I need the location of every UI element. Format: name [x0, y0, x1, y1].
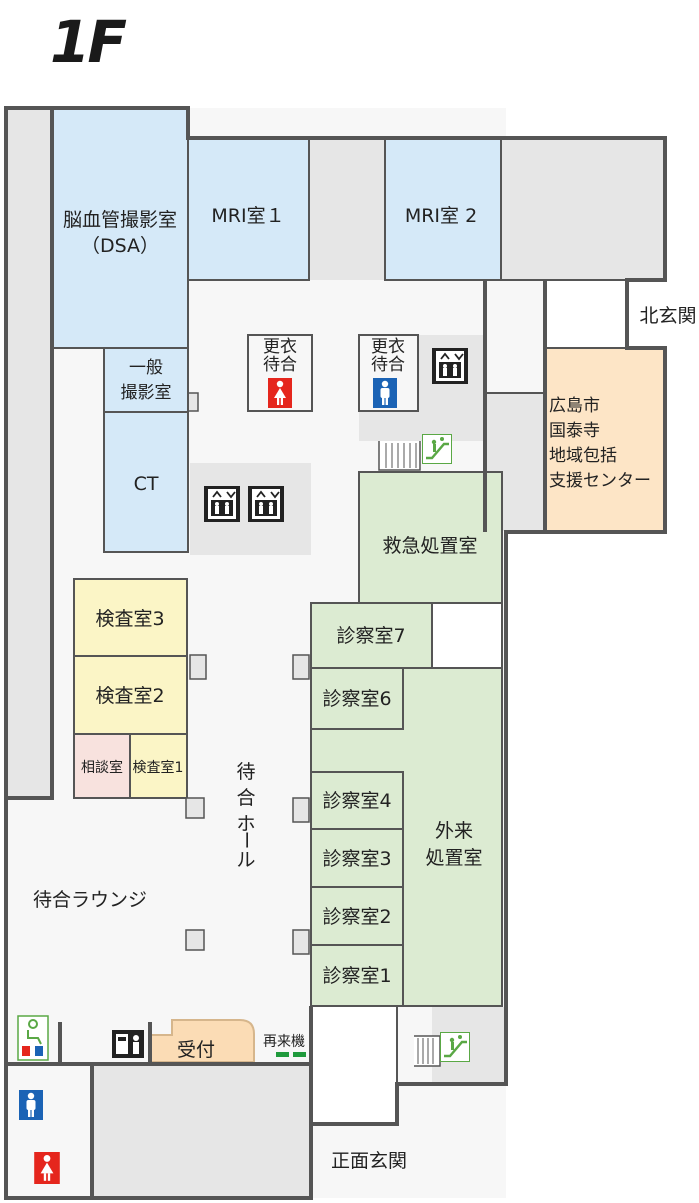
escalator-icon — [422, 434, 452, 464]
community-label-4: 支援センター — [549, 471, 651, 491]
room-exam2-label: 検査室2 — [95, 685, 164, 707]
room-general-xray: 一般 撮影室 — [103, 347, 189, 413]
dressing-room-b: 更衣 待合 — [358, 334, 419, 412]
reception-counter: 受付 — [149, 1019, 255, 1063]
room-clinic6-label: 診察室6 — [322, 688, 391, 710]
community-label-3: 地域包括 — [549, 446, 617, 466]
reentry-machine-marker — [276, 1052, 289, 1057]
room-blank — [431, 602, 503, 669]
room-clinic2-label: 診察室2 — [322, 906, 391, 928]
room-mri2: MRI室 2 — [384, 137, 502, 281]
room-mri1-label: MRI室１ — [211, 205, 284, 227]
room-dsa-label: 脳血管撮影室 — [63, 209, 177, 231]
room-clinic2: 診察室2 — [310, 886, 404, 946]
room-consult: 相談室 — [73, 733, 131, 799]
stairs-south — [414, 1035, 441, 1067]
stairs-north — [378, 441, 421, 471]
room-outpatient-label-1: 外来 — [435, 820, 473, 842]
main-vestibule — [310, 1005, 398, 1125]
room-mri1: MRI室１ — [187, 137, 310, 281]
room-clinic1-label: 診察室1 — [322, 965, 391, 987]
floor-label: 1F — [50, 8, 126, 76]
restroom-accessible — [17, 1015, 49, 1061]
reentry-machine-marker — [293, 1052, 306, 1057]
room-clinic1: 診察室1 — [310, 944, 404, 1007]
room-clinic4-label: 診察室4 — [322, 790, 391, 812]
elevator-icon — [204, 486, 240, 522]
room-outpatient-label-2: 処置室 — [425, 847, 482, 869]
hall-char-2: 合 — [236, 787, 255, 809]
room-dsa: 脳血管撮影室 （DSA） — [51, 107, 189, 349]
escalator-icon — [440, 1032, 470, 1062]
north-entrance-label: 北玄関 — [639, 305, 696, 327]
room-ct: CT — [103, 411, 189, 553]
waiting-lounge-label: 待合ラウンジ — [33, 889, 147, 911]
reentry-machine-label: 再来機 — [263, 1034, 305, 1050]
community-label-2: 国泰寺 — [549, 421, 600, 441]
female-toilet-icon — [34, 1152, 60, 1184]
hall-char-4: ー — [235, 830, 257, 849]
male-toilet-icon — [373, 378, 397, 408]
waiting-hall-label: 待 合 ホ ー ル — [235, 761, 257, 871]
hall-char-3: ホ — [236, 813, 255, 835]
room-exam3-label: 検査室3 — [95, 608, 164, 630]
elevator-icon — [432, 348, 468, 384]
room-emergency-label: 救急処置室 — [382, 535, 477, 557]
reception-label: 受付 — [177, 1039, 215, 1061]
room-clinic3-label: 診察室3 — [322, 848, 391, 870]
atm-icon — [112, 1030, 144, 1058]
walls — [4, 106, 667, 1200]
dressing-room-a: 更衣 待合 — [247, 334, 313, 412]
hall-char-5: ル — [236, 849, 255, 871]
female-toilet-icon — [268, 378, 292, 408]
room-consult-label: 相談室 — [81, 759, 123, 776]
community-label-1: 広島市 — [549, 396, 600, 416]
room-exam3: 検査室3 — [73, 578, 188, 657]
room-ct-label: CT — [134, 473, 159, 495]
dressing-b-label-1: 更衣 — [371, 337, 405, 357]
room-exam1: 検査室1 — [129, 733, 188, 799]
room-emergency: 救急処置室 — [358, 471, 503, 604]
dressing-b-label-2: 待合 — [371, 355, 405, 375]
room-general-xray-label-1: 一般 — [129, 358, 163, 378]
room-clinic4: 診察室4 — [310, 771, 404, 830]
room-community-center: 広島市 国泰寺 地域包括 支援センター — [544, 347, 666, 533]
room-exam1-label: 検査室1 — [133, 759, 184, 776]
hall-char-1: 待 — [236, 761, 255, 783]
room-clinic6: 診察室6 — [310, 667, 404, 730]
room-general-xray-label-2: 撮影室 — [121, 383, 172, 403]
main-entrance-label: 正面玄関 — [331, 1150, 407, 1172]
room-mri2-label: MRI室 2 — [405, 205, 477, 227]
male-toilet-icon — [19, 1090, 43, 1120]
pillars — [185, 392, 310, 955]
dressing-a-label-1: 更衣 — [263, 337, 297, 357]
room-dsa-sublabel: （DSA） — [81, 235, 159, 257]
accessible-toilet-icon — [28, 1019, 38, 1029]
elevator-icon — [248, 486, 284, 522]
dressing-a-label-2: 待合 — [263, 355, 297, 375]
room-clinic7-label: 診察室7 — [336, 625, 405, 647]
room-clinic3: 診察室3 — [310, 828, 404, 888]
room-clinic7: 診察室7 — [310, 602, 433, 669]
room-exam2: 検査室2 — [73, 655, 188, 735]
